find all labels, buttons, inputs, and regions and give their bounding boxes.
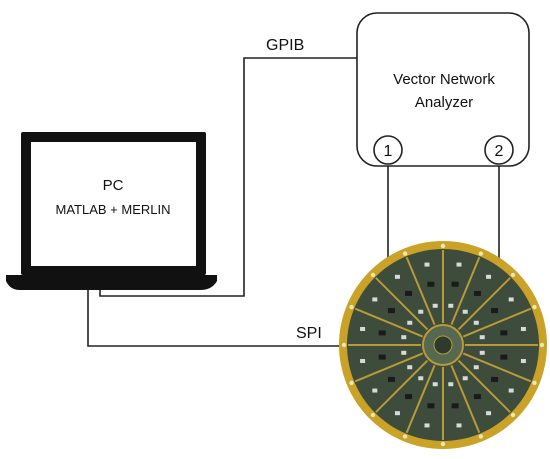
pcb-component bbox=[372, 388, 378, 393]
pcb-component bbox=[500, 354, 508, 360]
spi-cable bbox=[87, 290, 348, 347]
connection-wires bbox=[87, 57, 500, 347]
pcb-radial-trace bbox=[375, 277, 429, 331]
pcb-component bbox=[520, 358, 526, 363]
gpib-cable bbox=[99, 57, 357, 297]
pc-title: PC bbox=[103, 177, 124, 194]
vna-port-1-label: 1 bbox=[384, 143, 393, 160]
pc-laptop: PC MATLAB + MERLIN bbox=[6, 132, 217, 290]
circular-pcb-board bbox=[339, 241, 547, 449]
pcb-radial-trace bbox=[462, 307, 532, 338]
pcb-component bbox=[500, 330, 508, 336]
pcb-component bbox=[394, 274, 400, 279]
pcb-component bbox=[378, 354, 386, 360]
pcb-component bbox=[462, 309, 468, 314]
vna-title-line1: Vector Network bbox=[393, 71, 495, 88]
pcb-component bbox=[486, 274, 492, 279]
pcb-component bbox=[378, 330, 386, 336]
pcb-component bbox=[473, 394, 481, 400]
pcb-component bbox=[405, 394, 413, 400]
pcb-component bbox=[405, 290, 413, 296]
pcb-edge-pad bbox=[341, 342, 347, 348]
pcb-radial-trace bbox=[457, 359, 511, 413]
pcb-components bbox=[341, 243, 545, 447]
pcb-component bbox=[473, 320, 479, 325]
pcb-component bbox=[473, 365, 479, 370]
pcb-edge-pad bbox=[440, 243, 446, 249]
pcb-center-hub bbox=[433, 335, 453, 355]
vector-network-analyzer: Vector Network Analyzer 1 2 bbox=[356, 12, 530, 167]
pcb-component bbox=[427, 281, 435, 287]
pcb-component bbox=[407, 320, 413, 325]
pcb-component bbox=[407, 365, 413, 370]
pcb-component bbox=[418, 309, 424, 314]
pcb-component bbox=[424, 423, 430, 428]
pcb-radial-trace bbox=[405, 364, 436, 434]
pcb-component bbox=[479, 350, 485, 355]
pcb-edge-pad bbox=[349, 380, 354, 386]
pcb-edge-pad bbox=[370, 412, 376, 418]
pcb-edge-pad bbox=[402, 434, 408, 439]
pcb-edge-pad bbox=[349, 304, 354, 310]
vna-title-line2: Analyzer bbox=[415, 94, 473, 111]
pcb-component bbox=[427, 403, 435, 409]
pcb-component bbox=[451, 403, 459, 409]
pcb-component bbox=[473, 290, 481, 296]
pcb-edge-pad bbox=[532, 304, 537, 310]
pcb-component bbox=[448, 303, 454, 308]
pcb-radial-trace bbox=[354, 307, 424, 338]
spi-label: SPI bbox=[296, 325, 322, 342]
pcb-component bbox=[394, 411, 400, 416]
pcb-radial-trace bbox=[354, 352, 424, 383]
pcb-component bbox=[456, 423, 462, 428]
pcb-edge-pad bbox=[440, 441, 446, 447]
pcb-component bbox=[448, 382, 454, 387]
pcb-radial-trace bbox=[450, 364, 481, 434]
pcb-component bbox=[456, 262, 462, 267]
pcb-component bbox=[360, 327, 366, 332]
pcb-radial-trace bbox=[450, 256, 481, 326]
pcb-radial-trace bbox=[457, 277, 511, 331]
pcb-radial-trace bbox=[462, 352, 532, 383]
pcb-edge-pad bbox=[532, 380, 537, 386]
pcb-component bbox=[387, 376, 395, 382]
pcb-component bbox=[508, 297, 514, 302]
pcb-sector-traces bbox=[348, 250, 538, 440]
pcb-component bbox=[508, 388, 514, 393]
pcb-edge-pad bbox=[478, 251, 484, 256]
pcb-component bbox=[486, 411, 492, 416]
vna-body bbox=[356, 12, 530, 167]
vna-port-1 bbox=[373, 135, 403, 165]
pcb-component bbox=[451, 281, 459, 287]
pcb-component bbox=[424, 262, 430, 267]
pcb-component bbox=[432, 303, 438, 308]
pcb-edge-pad bbox=[539, 342, 545, 348]
laptop-screen bbox=[31, 142, 196, 266]
pcb-component bbox=[491, 308, 499, 314]
pcb-component bbox=[479, 335, 485, 340]
pcb-component bbox=[432, 382, 438, 387]
pcb-radial-trace bbox=[405, 256, 436, 326]
pcb-component bbox=[462, 376, 468, 381]
pc-software: MATLAB + MERLIN bbox=[56, 202, 171, 217]
pcb-edge-pad bbox=[478, 434, 484, 439]
vna-port-2 bbox=[484, 135, 514, 165]
pcb-edge-pad bbox=[510, 412, 516, 418]
laptop-base bbox=[6, 275, 217, 290]
pcb-component bbox=[360, 358, 366, 363]
pcb-edge-pad bbox=[510, 272, 516, 278]
pcb-component bbox=[520, 327, 526, 332]
pcb-component bbox=[401, 350, 407, 355]
pcb-edge-pad bbox=[370, 272, 376, 278]
pcb-component bbox=[418, 376, 424, 381]
gpib-label: GPIB bbox=[266, 37, 304, 54]
pcb-radial-trace bbox=[375, 359, 429, 413]
pcb-component bbox=[372, 297, 378, 302]
pcb-component bbox=[401, 335, 407, 340]
pcb-component bbox=[387, 308, 395, 314]
pcb-edge-pad bbox=[402, 251, 408, 256]
pcb-component bbox=[491, 376, 499, 382]
vna-port-2-label: 2 bbox=[495, 143, 504, 160]
